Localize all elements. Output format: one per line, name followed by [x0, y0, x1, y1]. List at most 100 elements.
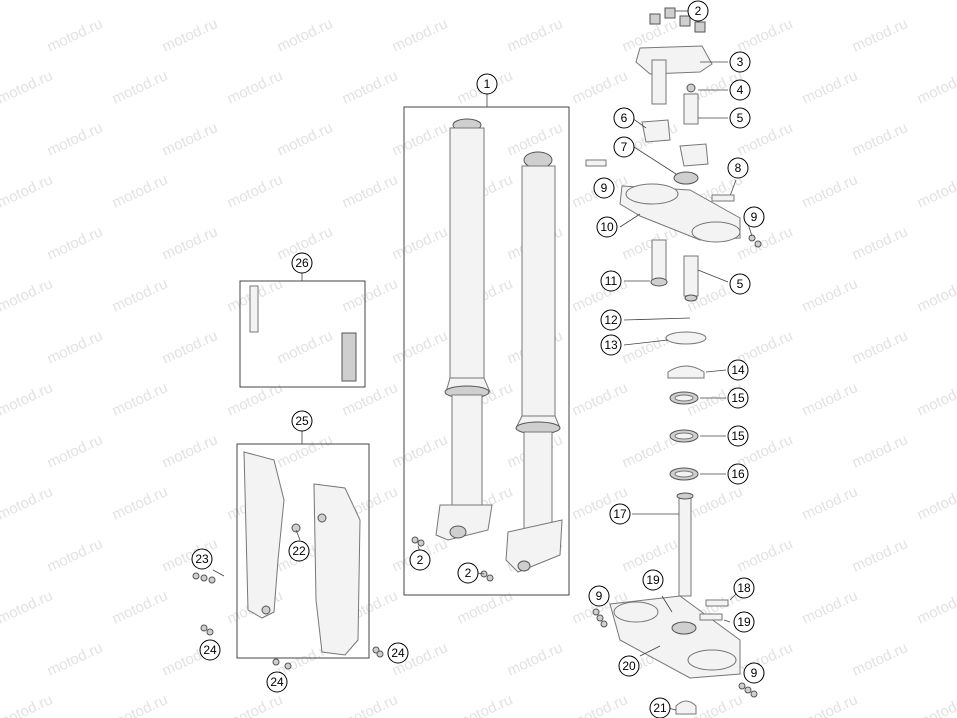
callout-c19-a: 19: [642, 569, 664, 591]
callout-circle: [618, 655, 640, 677]
watermark-text: motod.ru: [800, 67, 861, 107]
watermark-text: motod.ru: [915, 691, 957, 718]
callout-c6: 6: [613, 107, 635, 129]
watermark-text: motod.ru: [570, 67, 631, 107]
watermark-text: motod.ru: [800, 379, 861, 419]
watermark-text: motod.ru: [915, 275, 957, 315]
watermark-text: motod.ru: [915, 0, 957, 4]
callout-label: 23: [195, 552, 209, 566]
callout-label: 14: [731, 363, 745, 377]
callout-circle: [288, 540, 310, 562]
callout-circle: [609, 503, 631, 525]
callout-label: 5: [737, 277, 744, 291]
callout-c7: 7: [613, 136, 635, 158]
callout-label: 8: [735, 161, 742, 175]
watermark-text: motod.ru: [735, 535, 796, 575]
callout-label: 19: [646, 573, 660, 587]
callout-circle: [727, 359, 749, 381]
watermark-text: motod.ru: [160, 15, 221, 55]
steering-stem: [678, 493, 692, 597]
watermark-text: motod.ru: [570, 691, 631, 718]
upper-clamp: [635, 45, 713, 75]
watermark-text: motod.ru: [800, 0, 861, 4]
callout-c9-c: 9: [588, 585, 610, 607]
callout-circle: [191, 548, 213, 570]
callout-circle: [613, 136, 635, 158]
watermark-text: motod.ru: [110, 691, 171, 718]
callout-c9-a: 9: [593, 177, 615, 199]
callout-circle: [743, 662, 765, 684]
callout-c12: 12: [600, 309, 622, 331]
callout-circle: [729, 273, 751, 295]
watermark-text: motod.ru: [570, 0, 631, 4]
watermark-text: motod.ru: [110, 171, 171, 211]
callout-circle: [729, 51, 751, 73]
watermark-text: motod.ru: [505, 15, 566, 55]
callout-circle: [596, 216, 618, 238]
watermark-text: motod.ru: [620, 327, 681, 367]
callout-label: 18: [737, 581, 751, 595]
watermark-text: motod.ru: [915, 379, 957, 419]
fork-assembly-group: [403, 93, 570, 596]
callout-circle: [457, 562, 479, 584]
callout-label: 2: [417, 553, 424, 567]
watermark-text: motod.ru: [110, 67, 171, 107]
callout-label: 15: [731, 391, 745, 405]
callout-c17: 17: [609, 503, 631, 525]
callout-circle: [291, 410, 313, 432]
watermark-text: motod.ru: [800, 275, 861, 315]
callout-c9-d: 9: [743, 662, 765, 684]
callout-c3: 3: [729, 51, 751, 73]
watermark-text: motod.ru: [110, 275, 171, 315]
watermark-text: motod.ru: [275, 119, 336, 159]
callout-label: 3: [737, 55, 744, 69]
callout-label: 25: [295, 414, 309, 428]
callout-label: 24: [270, 675, 284, 689]
watermark-text: motod.ru: [800, 483, 861, 523]
watermark-text: motod.ru: [0, 379, 55, 419]
tool-kit-frame: [239, 280, 366, 388]
watermark-text: motod.ru: [225, 67, 286, 107]
watermark-text: motod.ru: [800, 171, 861, 211]
callout-label: 16: [731, 467, 745, 481]
watermark-text: motod.ru: [110, 587, 171, 627]
callout-label: 7: [621, 140, 628, 154]
callout-circle: [727, 463, 749, 485]
callout-label: 9: [601, 181, 608, 195]
callout-label: 9: [751, 210, 758, 224]
callout-circle: [476, 73, 498, 95]
callout-c14: 14: [727, 359, 749, 381]
watermark-text: motod.ru: [340, 0, 401, 4]
callout-label: 15: [731, 429, 745, 443]
watermark-text: motod.ru: [160, 431, 221, 471]
callout-c9-b: 9: [743, 206, 765, 228]
callout-circle: [199, 639, 221, 661]
watermark-text: motod.ru: [110, 379, 171, 419]
watermark-text: motod.ru: [45, 223, 106, 263]
callout-c21: 21: [649, 697, 671, 718]
watermark-text: motod.ru: [110, 483, 171, 523]
callout-circle: [727, 425, 749, 447]
watermark-text: motod.ru: [225, 171, 286, 211]
watermark-text: motod.ru: [275, 431, 336, 471]
watermark-text: motod.ru: [275, 327, 336, 367]
callout-circle: [733, 611, 755, 633]
right-fork-leg: [505, 151, 563, 573]
callout-circle: [729, 107, 751, 129]
callout-circle: [613, 107, 635, 129]
kit-part-strip: [249, 285, 259, 333]
watermark-text: motod.ru: [390, 223, 451, 263]
callout-c5-b: 5: [729, 273, 751, 295]
watermark-text: motod.ru: [850, 431, 911, 471]
callout-circle: [687, 0, 709, 22]
callout-circle: [291, 252, 313, 274]
callout-c24-c: 24: [387, 642, 409, 664]
callout-label: 24: [203, 643, 217, 657]
callout-c18: 18: [733, 577, 755, 599]
callout-c8: 8: [727, 157, 749, 179]
watermark-text: motod.ru: [340, 67, 401, 107]
watermark-text: motod.ru: [225, 0, 286, 4]
callout-c26: 26: [291, 252, 313, 274]
